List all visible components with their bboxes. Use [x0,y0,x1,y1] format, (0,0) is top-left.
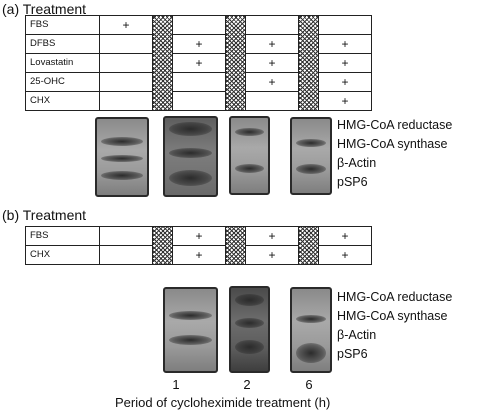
hatched-separator [225,15,246,111]
protein-label: pSP6 [337,175,368,189]
lane-number: 1 [172,377,180,392]
treatment-cell [318,15,372,35]
protein-label: HMG-CoA reductase [337,290,453,304]
blot-band [101,171,143,180]
treatment-cell [99,91,153,111]
lane-number: 2 [243,377,251,392]
treatment-cell: + [318,245,372,265]
blot-band [235,318,264,328]
table-row: Lovastatin + + + [25,53,372,73]
treatment-cell: + [245,245,299,265]
row-label: CHX [25,245,100,265]
blot-lane-b1 [163,287,218,373]
blot-lane-b2 [229,286,270,373]
lane-number: 6 [305,377,313,392]
treatment-cell: + [318,34,372,54]
blot-lane-a2 [163,116,218,197]
row-label: CHX [25,91,100,111]
table-row: FBS + + + [25,226,372,265]
hatched-separator [225,226,246,265]
blot-band [296,315,326,323]
blot-band [169,335,212,345]
treatment-cell: + [172,245,226,265]
treatment-cell [172,91,226,111]
treatment-cell [99,245,153,265]
blot-band [235,128,264,136]
treatment-cell: + [99,15,153,35]
hatched-separator [298,15,319,111]
protein-label: HMG-CoA reductase [337,118,453,132]
panel-a-treatment-table: FBS + DFBS + + + Lovastatin + + + 25-OHC… [25,15,372,111]
treatment-cell [99,226,153,246]
blot-band [101,137,143,146]
blot-band [169,148,212,158]
treatment-cell: + [245,226,299,246]
treatment-cell [245,91,299,111]
row-label: 25-OHC [25,72,100,92]
treatment-cell: + [245,34,299,54]
blot-band [296,139,326,147]
panel-a-title: (a) Treatment [2,1,87,17]
blot-lane-a4 [290,117,332,195]
row-label: FBS [25,226,100,246]
panel-b-title: (b) Treatment [2,207,87,223]
hatched-separator [152,226,173,265]
treatment-cell: + [245,72,299,92]
table-row: DFBS + + + [25,34,372,54]
row-label: DFBS [25,34,100,54]
hatched-separator [298,226,319,265]
protein-label: β-Actin [337,156,377,170]
protein-label: pSP6 [337,347,368,361]
blot-lane-a1 [95,117,149,197]
hatched-separator [152,15,173,111]
treatment-cell: + [172,226,226,246]
blot-band [296,343,326,363]
blot-lane-a3 [229,116,270,195]
treatment-cell [99,53,153,73]
blot-band [169,170,212,186]
blot-band [235,340,264,354]
treatment-cell [172,15,226,35]
table-row: CHX + + + [25,245,372,265]
treatment-cell: + [172,53,226,73]
row-label: Lovastatin [25,53,100,73]
table-row: CHX + [25,91,372,111]
blot-band [235,164,264,173]
blot-lane-b3 [290,287,332,373]
row-label: FBS [25,15,100,35]
panel-a-protein-labels: HMG-CoA reductase HMG-CoA synthase β-Act… [337,116,452,192]
table-row: FBS + [25,15,372,111]
panel-b-treatment-table: FBS + + + CHX + + + [25,226,372,265]
treatment-cell: + [318,91,372,111]
treatment-cell: + [318,226,372,246]
protein-label: HMG-CoA synthase [337,137,448,151]
treatment-cell: + [245,53,299,73]
blot-band [169,311,212,320]
blot-band [101,155,143,162]
blot-band [296,164,326,174]
treatment-cell [245,15,299,35]
protein-label: β-Actin [337,328,377,342]
treatment-cell: + [318,72,372,92]
blot-band [169,122,212,136]
protein-label: HMG-CoA synthase [337,309,448,323]
treatment-cell: + [318,53,372,73]
table-row: 25-OHC + + [25,72,372,92]
x-axis-caption: Period of cycloheximide treatment (h) [115,395,331,410]
treatment-cell: + [172,34,226,54]
treatment-cell [99,34,153,54]
blot-band [235,294,264,306]
panel-b-protein-labels: HMG-CoA reductase HMG-CoA synthase β-Act… [337,288,452,364]
treatment-cell [172,72,226,92]
treatment-cell [99,72,153,92]
